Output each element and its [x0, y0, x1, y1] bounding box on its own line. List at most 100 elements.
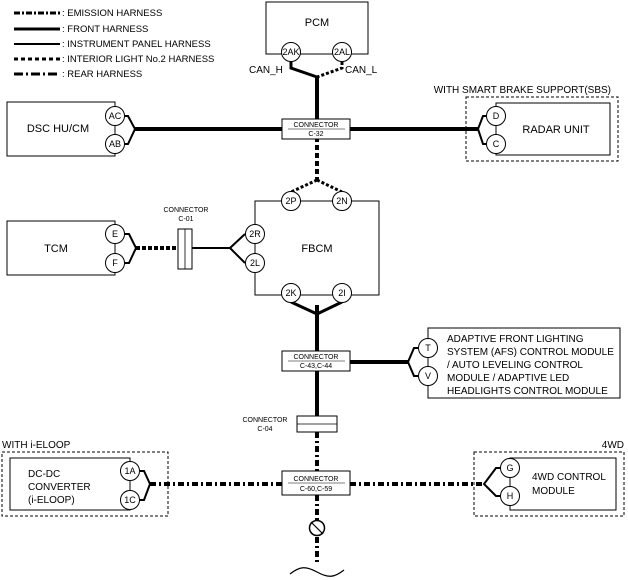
dcdc-label-line3: (i-ELOOP) [28, 495, 75, 506]
dcdc-label-line1: DC-DC [28, 469, 60, 480]
fbcm-label: FBCM [301, 243, 332, 255]
dsc-pin-ab [105, 134, 125, 154]
radar-group-label: WITH SMART BRAKE SUPPORT(SBS) [434, 85, 611, 96]
connector-c01-line1: CONNECTOR [164, 207, 209, 214]
legend-label-interior-light: : INTERIOR LIGHT No.2 HARNESS [62, 54, 214, 65]
fbcm-pin-2i [332, 283, 352, 303]
tcm-pin-e-label: E [112, 229, 118, 239]
fbcm-pin-2p [281, 191, 301, 211]
radar-group: WITH SMART BRAKE SUPPORT(SBS) RADAR UNIT… [434, 85, 619, 162]
dsc-twist [125, 115, 137, 145]
connector-c4344-line1: CONNECTOR [294, 354, 339, 361]
afs-twist [406, 347, 418, 377]
dcdc-label-line2: CONVERTER [28, 482, 91, 493]
connector-c04: CONNECTOR C-04 [243, 415, 338, 433]
fbcm-pin-2p-label: 2P [285, 196, 296, 206]
connector-c6059-line1: CONNECTOR [294, 476, 339, 483]
fbcm-pin-2k [281, 283, 301, 303]
connector-c04-line1: CONNECTOR [243, 417, 288, 424]
legend-label-instrument-panel: : INSTRUMENT PANEL HARNESS [62, 39, 211, 50]
dcdc-group-label: WITH i-ELOOP [2, 440, 71, 451]
fourwd-label-line2: MODULE [532, 486, 575, 497]
harness-terminator [289, 519, 345, 577]
radar-twist [476, 115, 486, 145]
connector-c6059: CONNECTOR C-60,C-59 [281, 470, 351, 496]
dcdc-box [9, 457, 131, 511]
afs-pin-v [418, 366, 438, 386]
tcm-pin-f [105, 253, 125, 273]
dcdc-group-border [1, 451, 169, 517]
radar-pin-c [486, 134, 506, 154]
radar-group-border [465, 96, 619, 162]
fbcm-pin-2l [245, 253, 265, 273]
fbcm-top-twist [290, 178, 343, 194]
fbcm-box [254, 200, 380, 296]
tcm-module: TCM E F [6, 220, 138, 276]
dsc-label: DSC HU/CM [27, 123, 89, 135]
radar-pin-d-label: D [493, 111, 500, 121]
fbcm-pin-2n-label: 2N [336, 196, 348, 206]
dcdc-pin-1c [120, 490, 140, 510]
tcm-box [6, 220, 116, 276]
afs-pin-v-label: V [425, 371, 431, 381]
fourwd-group: 4WD 4WD CONTROL MODULE G H [473, 440, 625, 517]
dsc-pin-ab-label: AB [109, 139, 121, 149]
fourwd-pin-g [500, 458, 520, 478]
afs-label-line4: MODULE / ADAPTIVE LED [447, 373, 569, 384]
fourwd-group-border [473, 451, 625, 517]
dsc-pin-ac [105, 106, 125, 126]
pcm-twist-h [289, 62, 318, 79]
pcm-label: PCM [305, 17, 329, 29]
dcdc-pin-1a-label: 1A [124, 466, 135, 476]
fourwd-group-label: 4WD [602, 440, 624, 451]
fbcm-left-twist [229, 233, 246, 264]
connector-c04-line2: C-04 [257, 426, 272, 433]
terminator-slash-icon [310, 521, 324, 535]
fourwd-pin-h-label: H [507, 491, 514, 501]
continuation-break-icon [289, 567, 345, 577]
tcm-label: TCM [44, 243, 68, 255]
tcm-pin-e [105, 224, 125, 244]
radar-pin-c-label: C [493, 139, 500, 149]
fbcm-pin-2l-label: 2L [250, 258, 260, 268]
radar-pin-d [486, 106, 506, 126]
pcm-pin-2ak-label: 2AK [282, 47, 299, 57]
connector-c4344-line2: C-43,C-44 [300, 363, 332, 370]
fourwd-label-line1: 4WD CONTROL [532, 472, 606, 483]
connector-c32-line2: C-32 [308, 131, 323, 138]
connector-c01-line2: C-01 [178, 216, 193, 223]
dsc-box [6, 101, 116, 157]
pcm-pin-2al [332, 42, 352, 62]
legend-label-front: : FRONT HARNESS [62, 24, 148, 35]
pcm-twist-l [316, 62, 344, 79]
afs-box [427, 327, 621, 399]
wires [135, 77, 484, 562]
radar-label: RADAR UNIT [522, 124, 590, 136]
afs-label-line2: SYSTEM (AFS) CONTROL MODULE [447, 347, 614, 358]
can-h-label: CAN_H [249, 65, 283, 76]
fbcm-pin-2k-label: 2K [285, 288, 296, 298]
pcm-module: PCM 2AK 2AL CAN_H CAN_L [249, 1, 378, 79]
dsc-pin-ac-label: AC [109, 111, 122, 121]
connector-c6059-line2: C-60,C-59 [300, 486, 332, 493]
radar-box [495, 102, 611, 156]
pcm-box [265, 1, 369, 55]
legend-label-emission: : EMISSION HARNESS [62, 8, 162, 19]
pcm-pin-2ak [281, 42, 301, 62]
dcdc-pin-1a [120, 461, 140, 481]
afs-label-line5: HEADLIGHTS CONTROL MODULE [447, 386, 608, 397]
fbcm-pin-2n [332, 191, 352, 211]
legend-label-rear: : REAR HARNESS [62, 69, 142, 80]
tcm-twist [125, 233, 138, 264]
pcm-pin-2al-label: 2AL [334, 47, 350, 57]
fbcm-pin-2i-label: 2I [338, 288, 346, 298]
dsc-module: DSC HU/CM AC AB [6, 101, 137, 157]
fourwd-box [509, 457, 617, 511]
dcdc-group: WITH i-ELOOP DC-DC CONVERTER (i-ELOOP) 1… [1, 440, 169, 517]
fbcm-bottom-twist [290, 300, 343, 316]
afs-module: ADAPTIVE FRONT LIGHTING SYSTEM (AFS) CON… [406, 327, 621, 399]
afs-label-line3: / AUTO LEVELING CONTROL [447, 360, 583, 371]
fourwd-pin-g-label: G [506, 463, 513, 473]
fourwd-pin-h [500, 486, 520, 506]
fbcm-pin-2r [245, 224, 265, 244]
